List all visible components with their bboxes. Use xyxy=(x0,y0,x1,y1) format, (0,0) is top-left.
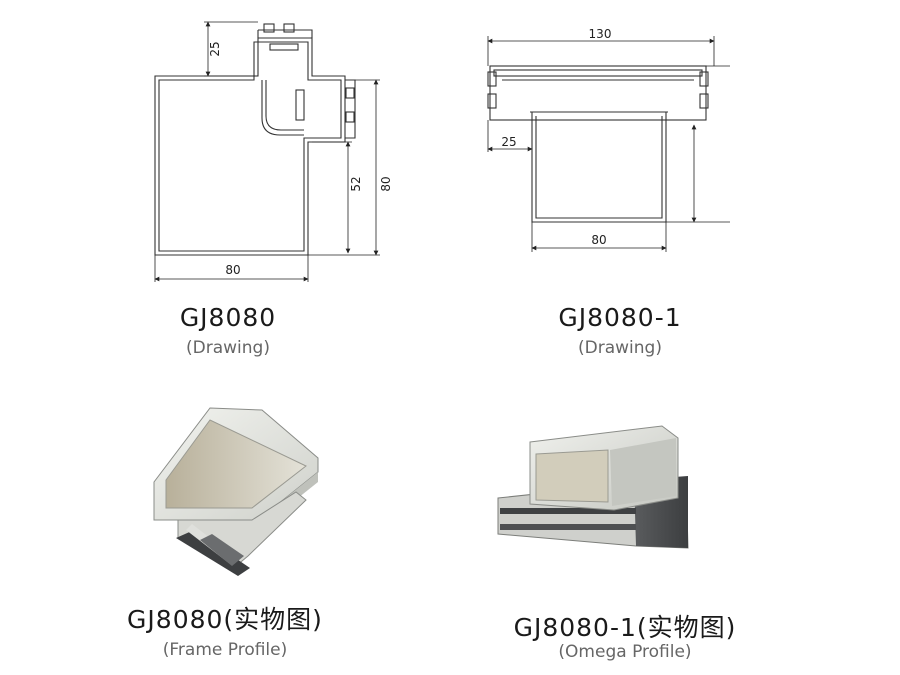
dim-label-bottom: 80 xyxy=(591,233,606,247)
dim-label-inner-right: 52 xyxy=(349,176,363,191)
gj8080-1-photo-title: GJ8080-1(实物图) xyxy=(513,613,737,642)
frame-profile-image xyxy=(153,407,319,576)
gj8080-1-photo-subtitle: (Omega Profile) xyxy=(558,642,692,662)
gj8080-photo-subtitle: (Frame Profile) xyxy=(162,640,288,660)
gj8080-profile-outline xyxy=(154,23,356,256)
gj8080-1-photo-panel: GJ8080-1(实物图) (Omega Profile) xyxy=(450,370,900,675)
dim-label-right: 80 xyxy=(379,176,393,191)
omega-profile-image xyxy=(497,425,689,549)
gj8080-drawing-panel: 25 52 80 80 GJ8080 (Drawing) xyxy=(0,0,450,370)
gj8080-1-technical-drawing: 130 25 80 xyxy=(487,27,730,252)
gj8080-1-drawing-panel: 130 25 80 GJ8080-1 (Drawing) xyxy=(450,0,900,370)
gj8080-technical-drawing: 25 52 80 80 xyxy=(154,21,393,282)
gj8080-1-profile-outline xyxy=(487,65,709,223)
gj8080-photo-panel: GJ8080(实物图) (Frame Profile) xyxy=(0,370,450,675)
gj8080-title: GJ8080 xyxy=(179,303,277,332)
dim-label-bottom: 80 xyxy=(225,263,240,277)
gj8080-subtitle: (Drawing) xyxy=(186,338,270,358)
dim-label-top: 130 xyxy=(589,27,612,41)
gj8080-photo-title: GJ8080(实物图) xyxy=(127,605,323,634)
gj8080-1-subtitle: (Drawing) xyxy=(578,338,662,358)
gj8080-1-title: GJ8080-1 xyxy=(558,303,682,332)
dim-label-top: 25 xyxy=(208,41,222,56)
dim-label-left: 25 xyxy=(501,135,516,149)
